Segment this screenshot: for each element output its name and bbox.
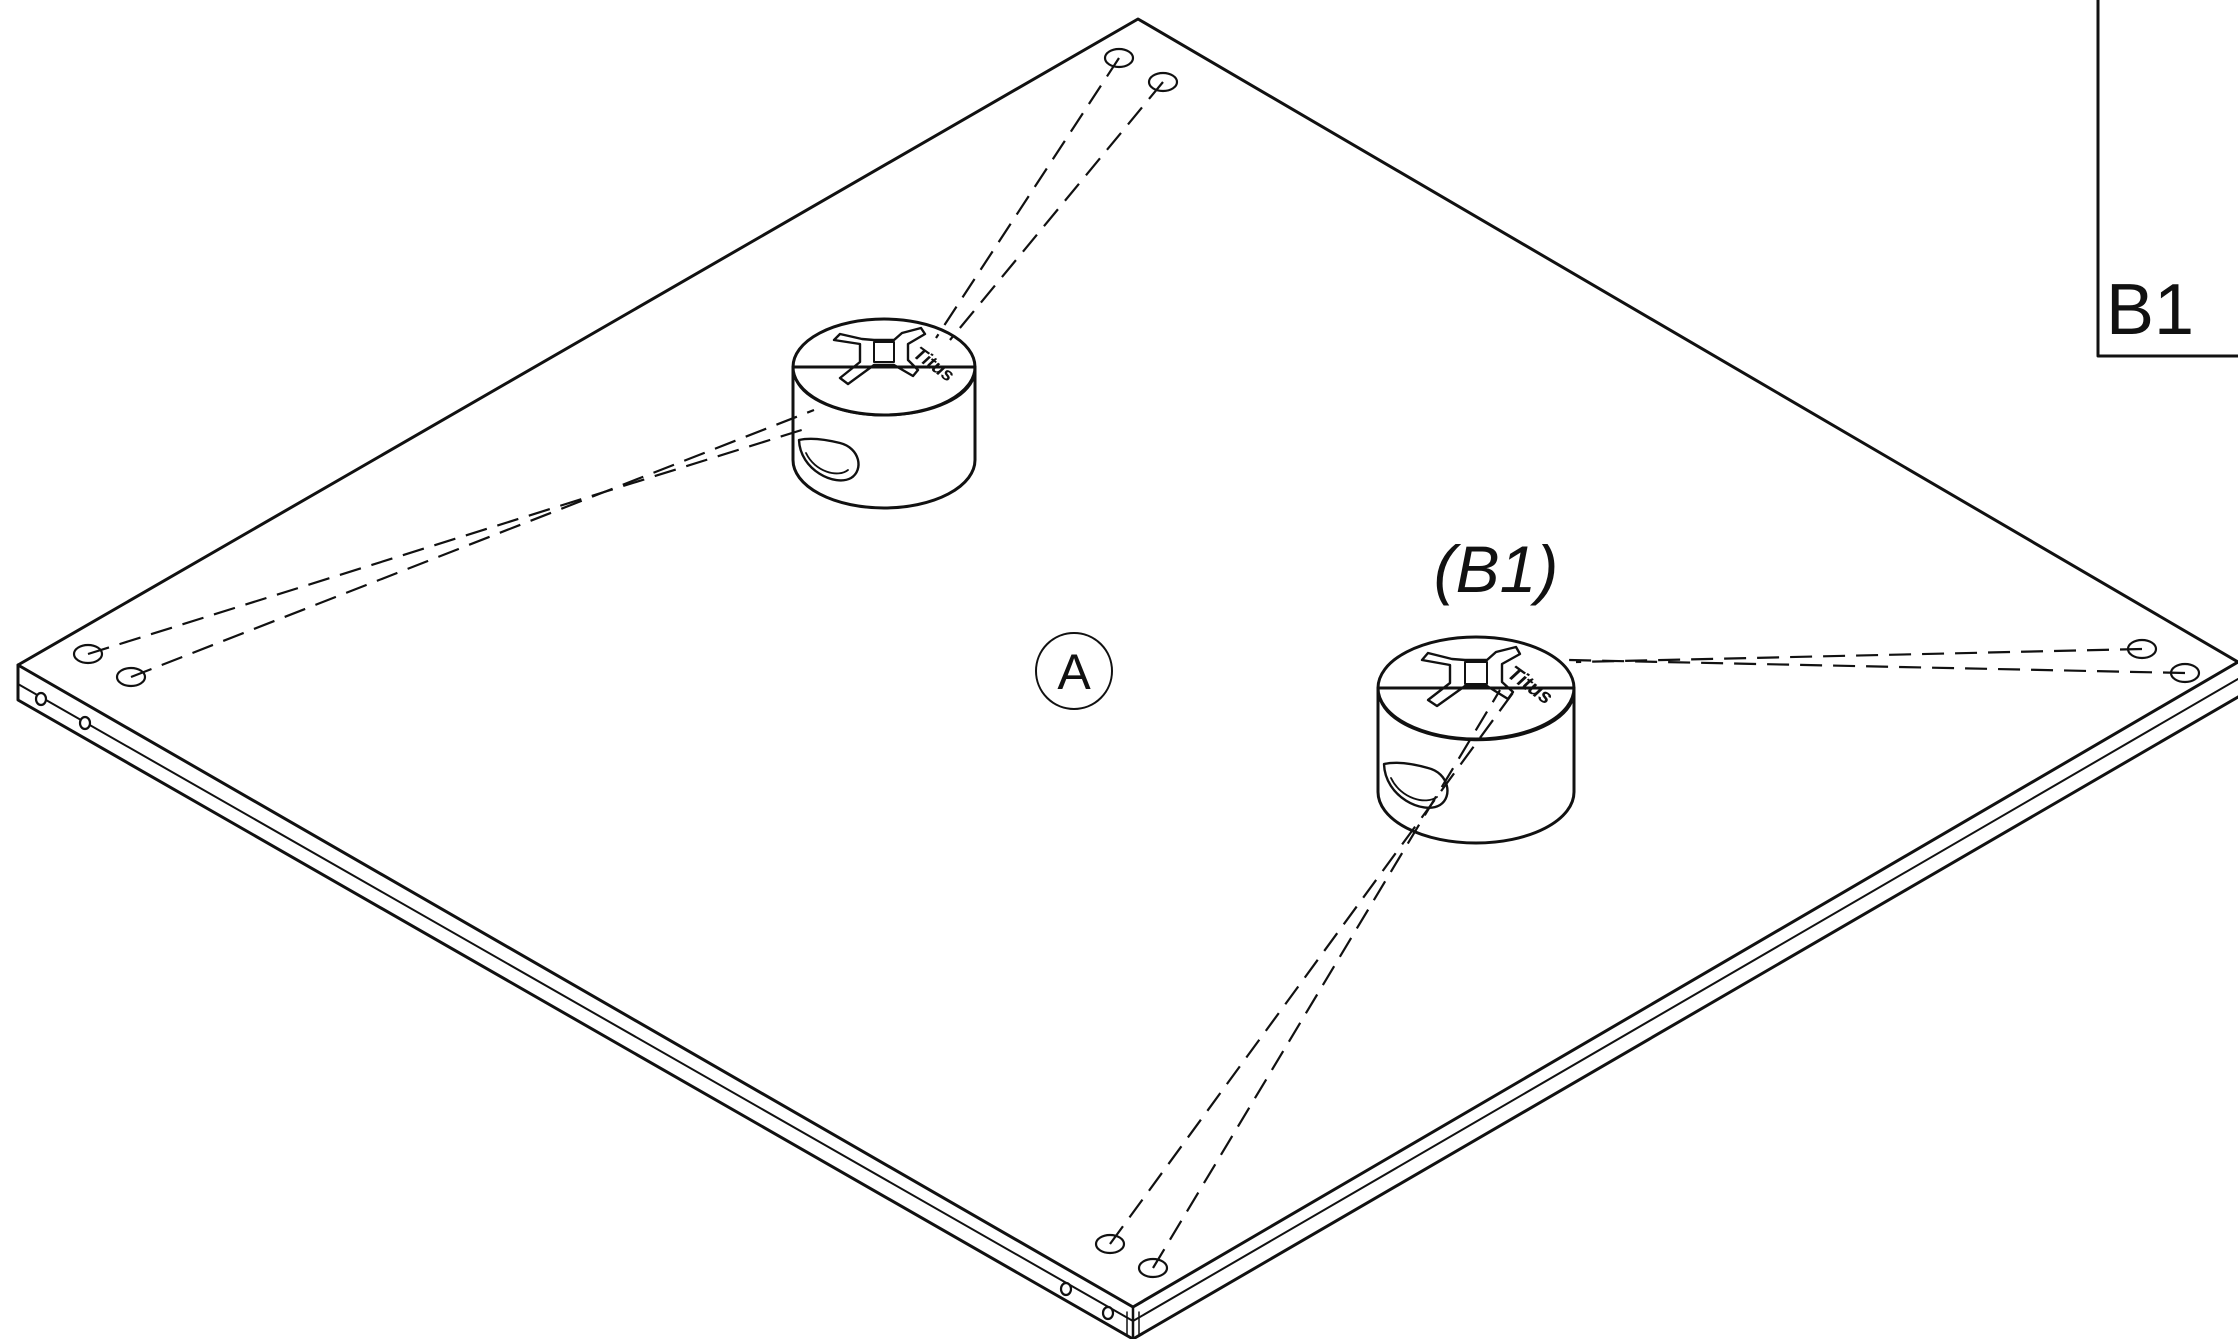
cam-brand-label-b1: Titus [1503, 661, 1557, 709]
cam-fitting-b1: Titus [1376, 635, 1576, 845]
part-reference-box: B1 [2096, 0, 2238, 358]
panel-label-text: A [1057, 644, 1091, 700]
panel-label-a: A [1035, 632, 1113, 710]
surface-holes [72, 47, 2201, 1279]
cam-fitting-top: Titus [791, 317, 977, 510]
edge-holes [34, 691, 1115, 1321]
guide-lines [87, 57, 2186, 1269]
cam-brand-label: Titus [909, 343, 958, 386]
panel [16, 17, 2238, 1341]
part-callout-b1: (B1) [1434, 532, 1559, 606]
part-box-label: B1 [2106, 270, 2194, 350]
